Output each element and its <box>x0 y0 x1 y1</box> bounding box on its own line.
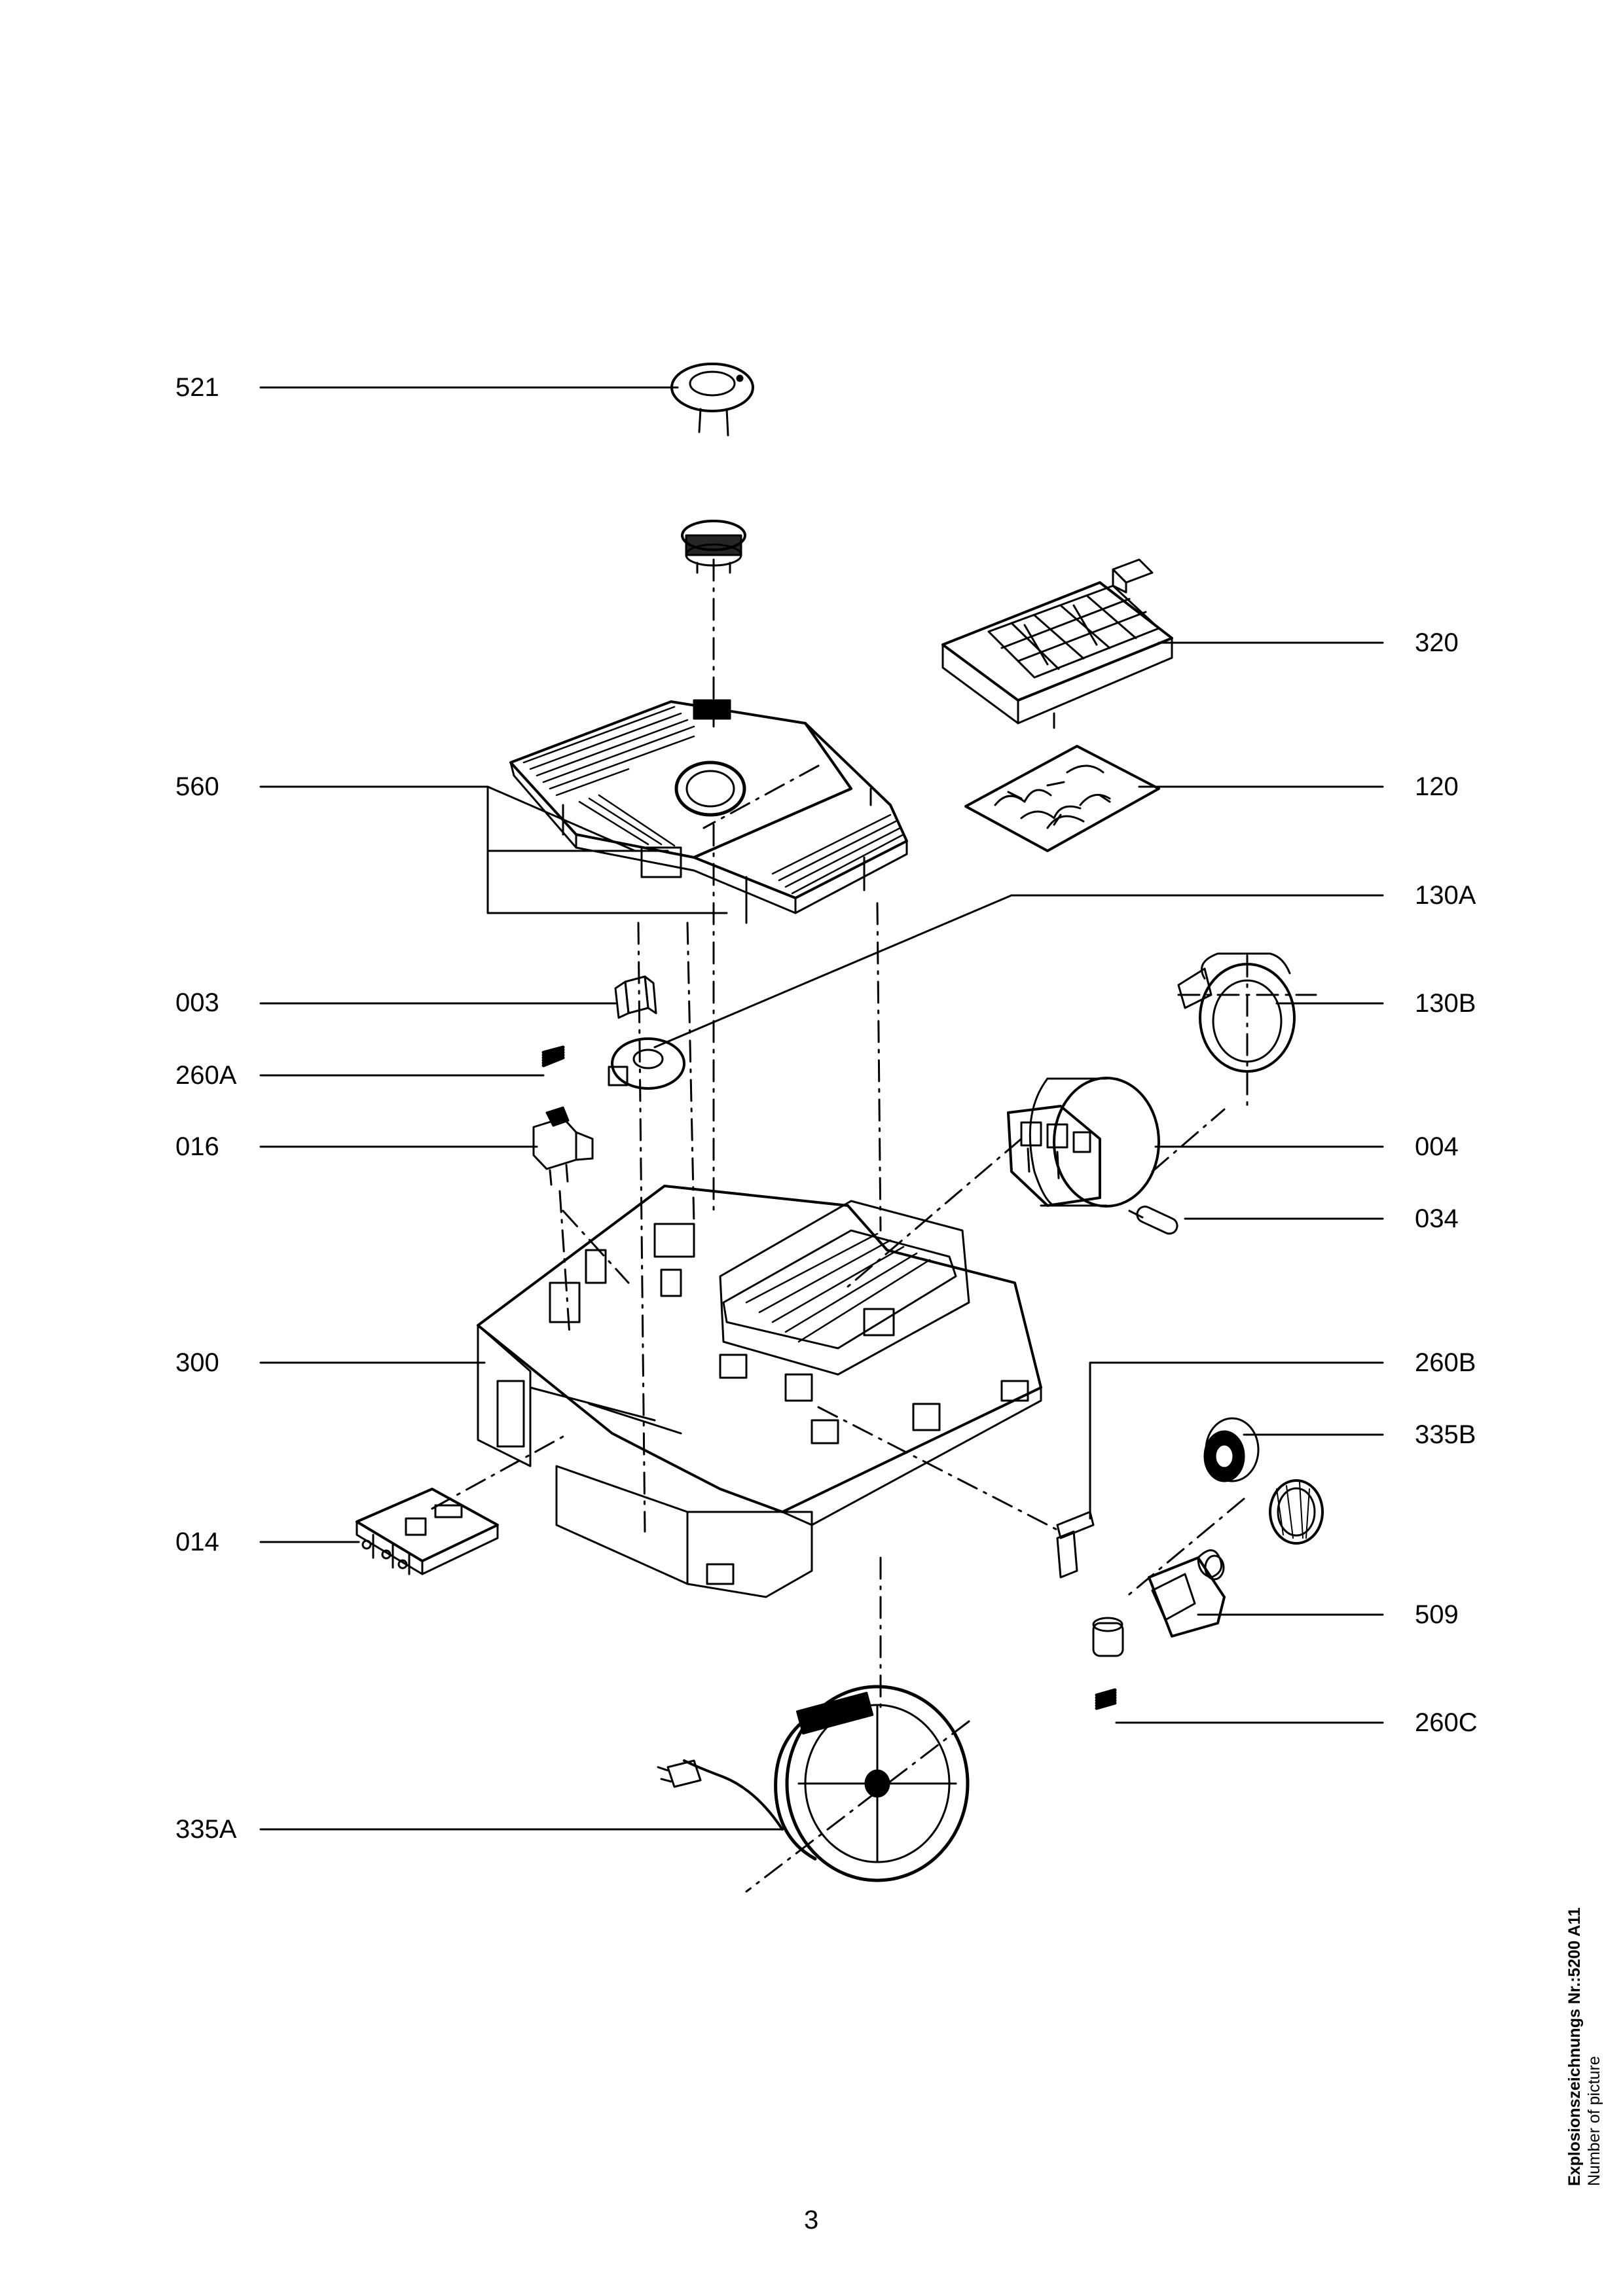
part-130B-mount <box>1177 952 1296 1073</box>
part-260B-clip <box>1056 1511 1095 1579</box>
callout-260C: 260C <box>1415 1708 1478 1737</box>
page-number: 3 <box>804 2206 819 2234</box>
callout-130A: 130A <box>1415 881 1476 910</box>
callout-120: 120 <box>1415 772 1459 801</box>
part-016-switch <box>532 1106 594 1186</box>
part-120-filter-mat <box>964 745 1160 852</box>
part-003-clip <box>614 975 657 1019</box>
caption-title: Explosionszeichnungs Nr.:5200 A11 <box>1565 1907 1584 2186</box>
callout-509: 509 <box>1415 1600 1459 1629</box>
callout-335B: 335B <box>1415 1420 1476 1449</box>
callout-560: 560 <box>175 772 219 801</box>
leader-lines <box>259 386 1384 1831</box>
part-320-filter-frame <box>941 558 1173 729</box>
part-004-motor <box>1007 1077 1160 1208</box>
callout-003: 003 <box>175 988 219 1017</box>
callout-004: 004 <box>1415 1132 1459 1161</box>
callout-260B: 260B <box>1415 1348 1476 1377</box>
part-560-cover <box>509 699 908 924</box>
callout-260A: 260A <box>175 1061 237 1090</box>
callout-320: 320 <box>1415 628 1459 657</box>
callout-300: 300 <box>175 1348 219 1377</box>
part-260C-spring <box>1095 1688 1117 1710</box>
part-509-pedal <box>1092 1549 1226 1657</box>
coupling-part <box>681 520 746 574</box>
part-300-housing <box>477 1185 1042 1598</box>
part-130A-ring <box>608 1037 685 1090</box>
part-335B-drum <box>1203 1417 1324 1545</box>
part-034-pin <box>1128 1206 1178 1235</box>
callout-521: 521 <box>175 373 219 402</box>
callout-335A: 335A <box>175 1815 237 1844</box>
callout-130B: 130B <box>1415 989 1476 1018</box>
part-335A-cable-reel <box>657 1685 970 1882</box>
part-014-board <box>356 1488 499 1575</box>
part-521-knob <box>670 363 754 437</box>
caption-subtitle: Number of picture <box>1585 2056 1603 2186</box>
part-260A-spring <box>541 1045 565 1067</box>
centre-lines <box>431 558 1317 1893</box>
callout-014: 014 <box>175 1528 219 1556</box>
callout-034: 034 <box>1415 1204 1459 1233</box>
callout-016: 016 <box>175 1132 219 1161</box>
drawing-number-caption: Explosionszeichnungs Nr.:5200 A11 Number… <box>1565 1907 1604 2186</box>
